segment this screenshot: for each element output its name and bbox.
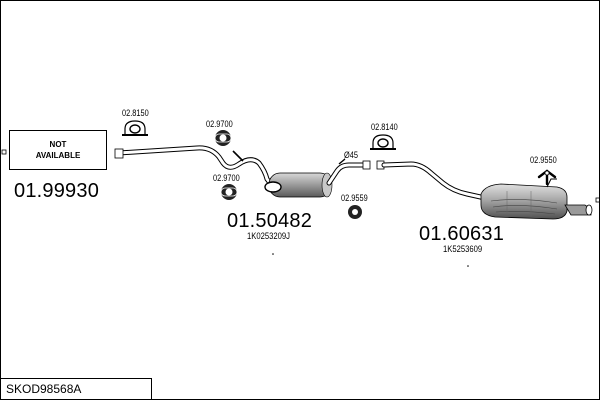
- middle-muffler: [264, 158, 371, 198]
- not-available-line1: NOT: [49, 140, 67, 149]
- clamp-rear-label: 02.8140: [371, 122, 398, 132]
- middle-pipe: [114, 145, 276, 190]
- footer-code-box: SKOD98568A: [1, 378, 152, 399]
- middle-oe-number: 1K0253209J: [247, 231, 290, 241]
- edge-marker-left: [1, 149, 7, 155]
- not-available-line2: AVAILABLE: [35, 151, 81, 160]
- middle-part-number: 01.50482: [227, 210, 313, 232]
- rubber-hanger-icon: [220, 184, 238, 200]
- clamp-icon: [122, 120, 148, 136]
- ring-mid-label: 02.9559: [341, 193, 368, 203]
- rubber-ring-icon: [348, 205, 362, 219]
- rear-muffler: [480, 178, 593, 220]
- rear-part-number: 01.60631: [419, 223, 505, 245]
- hanger-top-label: 02.9700: [206, 119, 233, 129]
- rear-pipe: [376, 160, 488, 201]
- pipe-diameter-label: Ø45: [344, 150, 358, 160]
- hanger-bottom-label: 02.9700: [213, 173, 240, 183]
- rear-oe-number: 1K5253609: [443, 244, 483, 254]
- not-available-box: NOT AVAILABLE: [9, 130, 107, 170]
- bracket-rear-label: 02.9550: [530, 155, 557, 165]
- footer-code: SKOD98568A: [6, 382, 82, 396]
- rubber-hanger-icon: [214, 130, 232, 146]
- clamp-front-label: 02.8150: [122, 108, 149, 118]
- front-part-number: 01.99930: [14, 180, 100, 202]
- bracket-icon: [537, 169, 557, 186]
- clamp-icon: [370, 134, 396, 150]
- edge-marker: [595, 197, 599, 203]
